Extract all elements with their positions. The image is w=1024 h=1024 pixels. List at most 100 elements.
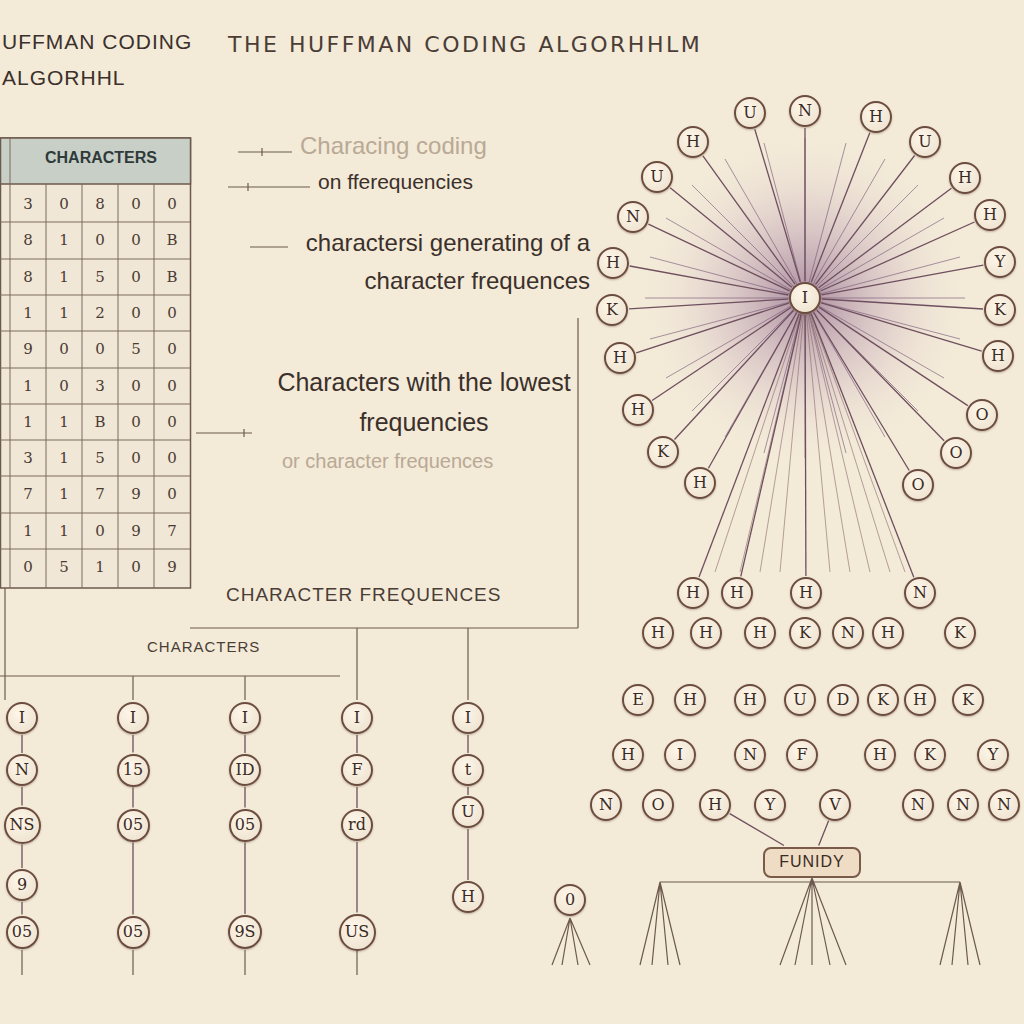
tree-node-circle: H [872, 617, 904, 649]
tree-branch [244, 843, 245, 915]
tree-node-circle: 9 [6, 869, 38, 901]
tree-node-circle: 05 [229, 809, 262, 842]
node-text: H [743, 691, 757, 709]
node-text: U [461, 803, 474, 821]
node-text: H [730, 584, 744, 602]
node-text: V [829, 796, 841, 814]
tree-node-circle: K [984, 294, 1016, 326]
table-header: CHARACTERS [12, 149, 190, 167]
tree-node-circle: H [677, 126, 709, 158]
root-label-box: FUNIDY [763, 847, 861, 878]
table-cell: 0 [46, 331, 82, 367]
node-text: N [913, 584, 927, 602]
tree-branch [819, 188, 952, 288]
tree-node-circle: V [819, 789, 851, 821]
tree-branch [21, 787, 22, 806]
table-cell: 0 [46, 368, 82, 404]
tree-branch [467, 787, 468, 795]
table-cell: B [154, 259, 190, 295]
node-text: ID [235, 761, 254, 779]
corner-title: ALGORHHL [2, 66, 126, 90]
table-cell: 0 [154, 440, 190, 476]
tree-branch [21, 735, 22, 753]
table-cell: 9 [118, 513, 154, 549]
tree-node-circle: I [452, 702, 484, 734]
node-text: 05 [12, 923, 32, 941]
table-cell: 0 [118, 440, 154, 476]
table-cell: 0 [46, 186, 82, 222]
tree-node-circle: N [789, 95, 821, 127]
tree-branch [670, 188, 792, 287]
tree-branch [815, 156, 914, 285]
tree-branch [811, 314, 914, 577]
node-text: K [962, 691, 974, 709]
table-cell: 1 [82, 549, 118, 585]
table-cell: 5 [46, 549, 82, 585]
node-text: U [650, 168, 663, 186]
node-text: O [949, 444, 962, 462]
node-text: N [599, 796, 613, 814]
node-text: H [913, 691, 927, 709]
section-label: CHARACTER FREQUENCES [226, 584, 501, 606]
node-text: 05 [123, 816, 143, 834]
frequency-table [0, 138, 191, 588]
node-text: K [606, 301, 618, 319]
note-text: charactersi generating of a character fr… [240, 224, 590, 301]
table-cell: 2 [82, 295, 118, 331]
tree-node-circle: N [590, 789, 622, 821]
tree-node-circle: ID [229, 754, 261, 786]
table-cell: 7 [82, 476, 118, 512]
tree-node-circle: K [647, 436, 679, 468]
tree-node-circle: H [622, 394, 654, 426]
diagram-title: THE HUFFMAN CODING ALGORHHLM [228, 32, 702, 57]
node-text: K [799, 624, 811, 642]
node-text: 9 [17, 876, 27, 894]
node-text: O [975, 406, 988, 424]
tree-node-circle: N [832, 617, 864, 649]
tree-branch [356, 735, 357, 753]
node-text: K [877, 691, 889, 709]
table-cell: 1 [10, 368, 46, 404]
table-cell: 8 [82, 186, 118, 222]
table-cell: 5 [82, 440, 118, 476]
table-cell: 7 [154, 513, 190, 549]
tree-node-circle: I [229, 702, 261, 734]
table-cell: 1 [46, 513, 82, 549]
tree-node-circle: I [117, 702, 149, 734]
node-text: FUNIDY [779, 853, 845, 871]
table-cell: 0 [82, 222, 118, 258]
table-cell: 0 [118, 186, 154, 222]
tree-node-circle: H [699, 789, 731, 821]
tree-node-circle: D [827, 684, 859, 716]
tree-node-circle: N [904, 577, 936, 609]
node-text: U [918, 133, 931, 151]
tree-node-circle: H [642, 617, 674, 649]
tree-node-circle: K [789, 617, 821, 649]
table-cell: 1 [46, 440, 82, 476]
table-cell: 3 [10, 440, 46, 476]
node-text: US [345, 923, 369, 941]
tree-node-circle: 15 [117, 754, 150, 787]
node-text: I [354, 709, 360, 727]
node-text: Y [988, 746, 999, 764]
tree-branch [356, 842, 357, 913]
node-text: E [632, 691, 644, 709]
tree-branch [814, 313, 909, 471]
node-text: 0 [565, 891, 575, 909]
node-text: K [924, 746, 936, 764]
node-text: N [626, 208, 640, 226]
tree-node-circle: K [867, 684, 899, 716]
table-cell: 1 [10, 404, 46, 440]
table-cell: 0 [82, 513, 118, 549]
table-cell: B [82, 404, 118, 440]
node-text: I [802, 289, 808, 307]
tree-node-circle: K [914, 739, 946, 771]
table-cell: 9 [10, 331, 46, 367]
node-text: H [753, 624, 767, 642]
tree-branch [819, 821, 829, 846]
tree-node-circle: rd [341, 809, 373, 841]
table-cell: 1 [46, 404, 82, 440]
tree-node-circle: H [734, 684, 766, 716]
tree-node-circle: U [784, 684, 816, 716]
node-text: N [956, 796, 970, 814]
